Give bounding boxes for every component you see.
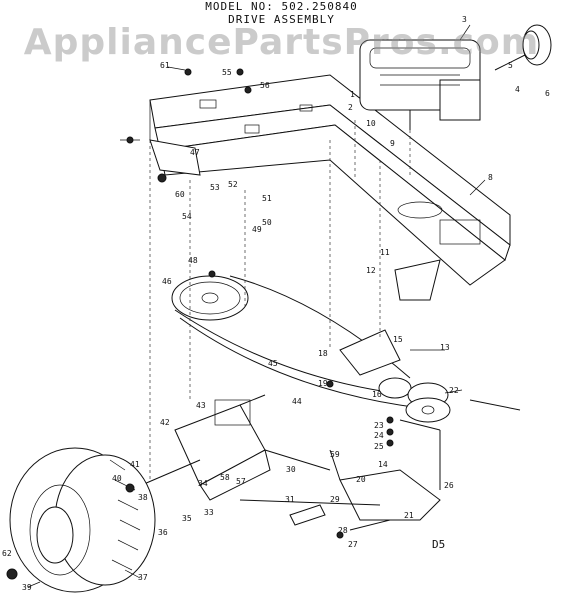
callout-40: 40	[112, 474, 122, 483]
callout-8: 8	[488, 173, 493, 182]
callout-34: 34	[198, 479, 208, 488]
chassis-frame	[149, 74, 511, 301]
callout-4: 4	[515, 85, 520, 94]
engine	[359, 39, 481, 130]
callout-49: 49	[252, 225, 262, 234]
callout-23: 23	[374, 421, 384, 430]
hardware-fasteners	[6, 68, 394, 580]
callout-58: 58	[220, 473, 230, 482]
callout-6: 6	[545, 89, 550, 98]
callout-56: 56	[260, 81, 270, 90]
callout-57: 57	[236, 477, 246, 486]
idler-pulleys	[339, 329, 521, 423]
callout-10: 10	[366, 119, 376, 128]
diagram-title: DRIVE ASSEMBLY	[228, 13, 335, 26]
callout-60: 60	[175, 190, 185, 199]
callout-61: 61	[160, 61, 170, 70]
callout-45: 45	[268, 359, 278, 368]
rear-wheel	[9, 447, 156, 593]
callout-21: 21	[404, 511, 414, 520]
pedal-linkage	[239, 419, 441, 531]
callout-59: 59	[330, 450, 340, 459]
callout-27: 27	[348, 540, 358, 549]
callout-52: 52	[228, 180, 238, 189]
callout-50: 50	[262, 218, 272, 227]
model-number: MODEL NO: 502.250840	[205, 0, 358, 13]
callout-24: 24	[374, 431, 384, 440]
callout-53: 53	[210, 183, 220, 192]
callout-48: 48	[188, 256, 198, 265]
callout-13: 13	[440, 343, 450, 352]
callout-25: 25	[374, 442, 384, 451]
callout-18: 18	[318, 349, 328, 358]
callout-15: 15	[393, 335, 403, 344]
callout-1: 1	[350, 90, 355, 99]
callout-2: 2	[348, 103, 353, 112]
callout-11: 11	[380, 248, 390, 257]
transaxle	[129, 394, 331, 501]
callout-5: 5	[508, 61, 513, 70]
engine-pulley	[494, 24, 552, 71]
callout-54: 54	[182, 212, 192, 221]
callout-14: 14	[378, 460, 388, 469]
callout-22: 22	[449, 386, 459, 395]
callout-35: 35	[182, 514, 192, 523]
callout-44: 44	[292, 397, 302, 406]
callout-41: 41	[130, 460, 140, 469]
callout-26: 26	[444, 481, 454, 490]
callout-12: 12	[366, 266, 376, 275]
callout-20: 20	[356, 475, 366, 484]
drive-belt	[171, 275, 421, 409]
callout-29: 29	[330, 495, 340, 504]
callout-16: 16	[372, 390, 382, 399]
callout-55: 55	[222, 68, 232, 77]
callout-37: 37	[138, 573, 148, 582]
callout-9: 9	[390, 139, 395, 148]
page-code: D5	[432, 538, 445, 551]
callout-28: 28	[338, 526, 348, 535]
callout-30: 30	[286, 465, 296, 474]
callout-47: 47	[190, 148, 200, 157]
callout-43: 43	[196, 401, 206, 410]
callout-46: 46	[162, 277, 172, 286]
callout-31-a: 31	[285, 495, 295, 504]
callout-42: 42	[160, 418, 170, 427]
callout-62: 62	[2, 549, 12, 558]
callout-3: 3	[462, 15, 467, 24]
alignment-lines	[149, 120, 411, 480]
callout-51: 51	[262, 194, 272, 203]
callout-38: 38	[138, 493, 148, 502]
callout-33: 33	[204, 508, 214, 517]
callout-19-a: 19	[318, 379, 328, 388]
callout-39: 39	[22, 583, 32, 592]
callout-labels: 1 2 3 4 5 6 8 9 10 11 12 13 14 15 16 18 …	[2, 15, 550, 592]
callout-36: 36	[158, 528, 168, 537]
leader-lines	[27, 24, 486, 588]
